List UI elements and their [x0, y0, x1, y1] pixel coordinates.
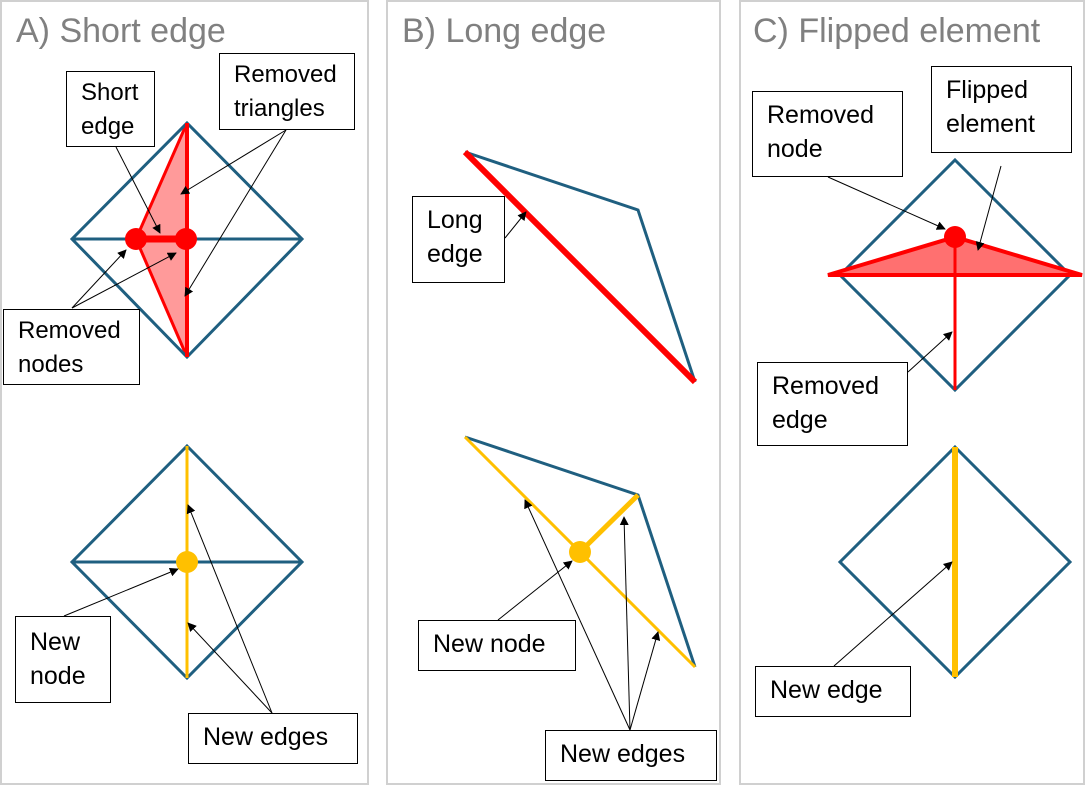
label-removed-node: Removed node — [752, 91, 903, 177]
mesh-a-after — [69, 443, 305, 681]
arrow — [619, 516, 631, 731]
arrow — [524, 499, 631, 731]
arrow — [180, 129, 287, 195]
arrow — [115, 146, 161, 234]
label-long-edge: Long edge — [412, 196, 505, 283]
panel-title: B) Long edge — [402, 12, 607, 50]
mesh-b-before — [462, 149, 698, 385]
arrow — [184, 129, 287, 297]
arrow — [833, 561, 953, 667]
label-flipped-element: Flipped element — [931, 66, 1072, 153]
long-edge — [462, 149, 698, 385]
arrows-c-top — [827, 165, 1002, 373]
panel-title: A) Short edge — [16, 12, 226, 50]
label-removed-triangles: Removed triangles — [219, 53, 355, 130]
arrow — [71, 249, 127, 309]
arrows-c-bottom — [833, 561, 953, 667]
new-node — [569, 541, 591, 563]
label-new-edges: New edges — [188, 713, 358, 764]
arrows-a-bottom — [63, 504, 273, 714]
mesh-outline — [464, 150, 697, 383]
arrow — [827, 176, 946, 230]
arrows-b-bottom — [497, 499, 661, 731]
arrow — [629, 631, 661, 731]
removed-node — [175, 228, 197, 250]
new-edge — [578, 493, 640, 554]
label-removed-nodes: Removed nodes — [3, 309, 140, 385]
label-removed-edge: Removed edge — [757, 362, 908, 446]
mesh-c-after — [837, 444, 1073, 680]
removed-node — [944, 226, 966, 248]
label-new-edges: New edges — [545, 730, 717, 781]
arrow — [186, 504, 273, 714]
label-new-node: New node — [15, 616, 111, 703]
mesh-b-after — [463, 435, 697, 669]
arrows-b-top — [504, 211, 527, 239]
mesh-c-before — [827, 157, 1083, 393]
removed-node — [125, 228, 147, 250]
label-new-node: New node — [418, 620, 576, 671]
label-new-edge: New edge — [755, 666, 911, 717]
mesh-a-before — [69, 120, 305, 360]
arrow — [187, 622, 273, 714]
arrow — [497, 560, 573, 621]
arrow — [71, 252, 177, 309]
label-short-edge: Short edge — [66, 71, 155, 147]
arrows-a-top — [71, 129, 287, 309]
new-node — [176, 551, 198, 573]
arrow — [63, 567, 179, 617]
arrow — [907, 331, 953, 373]
panel-title: C) Flipped element — [753, 12, 1041, 50]
arrow — [975, 165, 1002, 251]
arrow — [504, 211, 527, 239]
